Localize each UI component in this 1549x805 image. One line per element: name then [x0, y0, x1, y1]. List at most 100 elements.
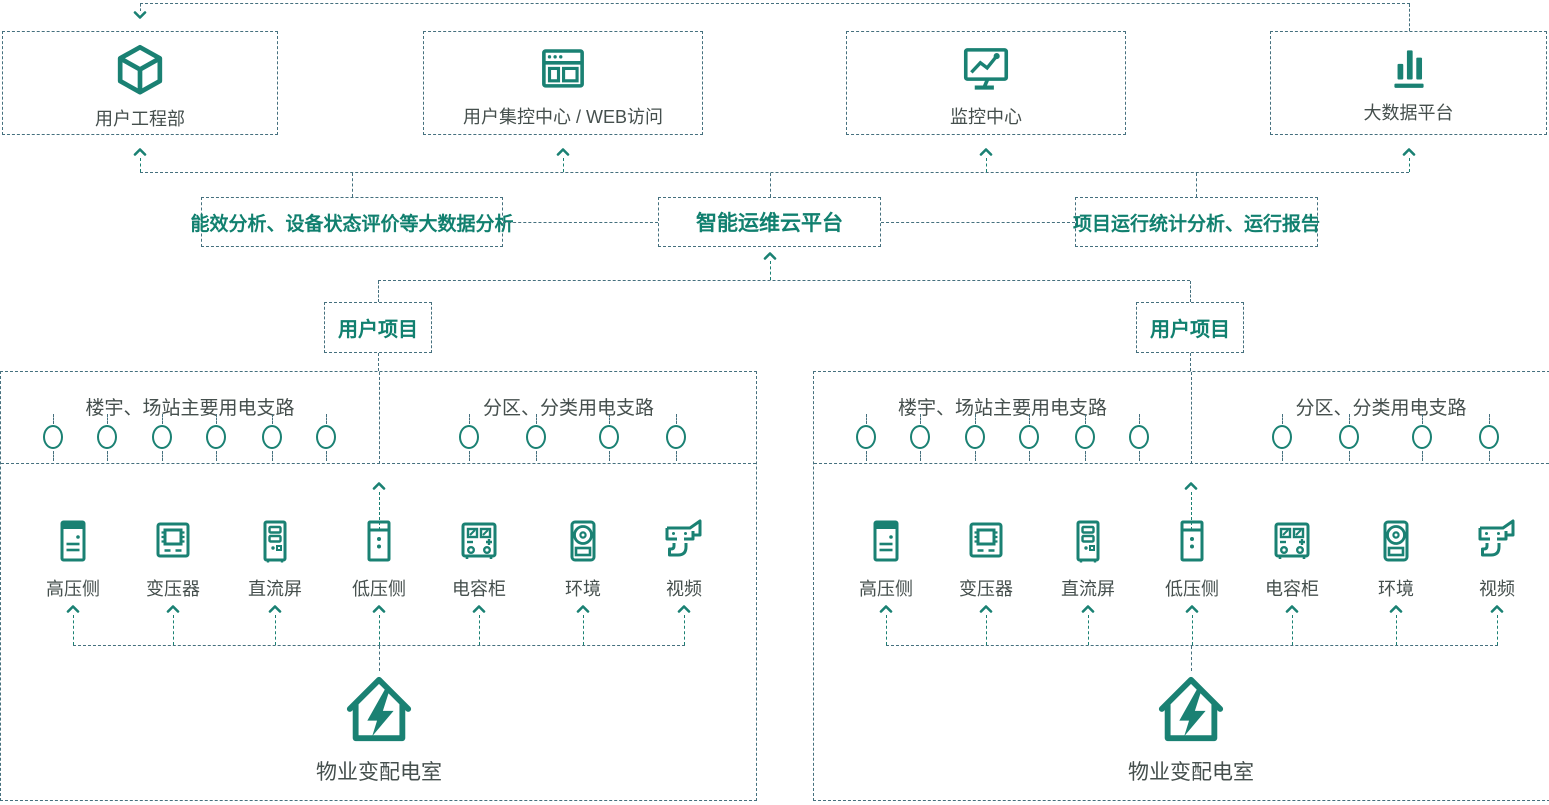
branch-section-label: 楼宇、场站主要用电支路 [897, 398, 1107, 419]
bar-chart-icon [1384, 42, 1434, 92]
top-node-0: 用户工程部 [2, 31, 278, 135]
arrow-up-icon [1402, 148, 1416, 156]
house-power-icon [1154, 672, 1228, 744]
equipment-label: 变压器 [146, 579, 200, 599]
branch-tap-circle [666, 425, 686, 449]
connector-line [881, 222, 1075, 223]
connector-line [140, 3, 1410, 4]
arrow-up-icon [763, 252, 777, 260]
arrow-stem-line [563, 158, 564, 172]
branch-tap-circle [43, 425, 63, 449]
connector-line [140, 4, 141, 11]
platform-node-1: 智能运维云平台 [658, 197, 881, 247]
top-node-2: 监控中心 [846, 31, 1126, 135]
branch-tap-circle [599, 425, 619, 449]
arrow-stem-line [1192, 615, 1193, 645]
connector-line [352, 173, 353, 197]
connector-line [1085, 451, 1086, 461]
branch-tap-circle [1129, 425, 1149, 449]
cube-icon [112, 42, 168, 98]
connector-line [1029, 451, 1030, 461]
arrow-stem-line [986, 158, 987, 172]
lv-side-cabinet-icon [1168, 517, 1216, 565]
connector-line [676, 451, 677, 461]
connector-line [379, 646, 380, 671]
project-node-label: 用户项目 [338, 319, 418, 341]
arrow-stem-line [1409, 158, 1410, 172]
arrow-up-icon [576, 605, 590, 613]
branch-section-label: 分区、分类用电支路 [1295, 398, 1467, 419]
equipment-label: 低压侧 [1165, 579, 1219, 599]
arrow-stem-line [684, 615, 685, 645]
arrow-up-icon [472, 605, 486, 613]
connector-line [1349, 451, 1350, 461]
top-node-label: 用户工程部 [95, 109, 185, 129]
arrow-stem-line [73, 615, 74, 645]
equipment-label: 高压侧 [859, 579, 913, 599]
arrow-stem-line [1292, 615, 1293, 645]
branch-tap-circle [1075, 425, 1095, 449]
connector-line [378, 281, 379, 302]
connector-line [886, 645, 1498, 646]
lv-side-cabinet-icon [355, 517, 403, 565]
branch-tap-circle [206, 425, 226, 449]
branch-tap-circle [262, 425, 282, 449]
transformer-icon [149, 517, 197, 565]
connector-line [107, 451, 108, 461]
connector-line [469, 414, 470, 424]
platform-node-0: 能效分析、设备状态评价等大数据分析 [191, 197, 514, 247]
connector-line [920, 414, 921, 424]
connector-line [162, 451, 163, 461]
branch-tap-circle [856, 425, 876, 449]
connector-line [503, 222, 658, 223]
arrow-up-icon [677, 605, 691, 613]
arrow-up-icon [133, 148, 147, 156]
video-camera-icon [1473, 517, 1521, 565]
arrow-stem-line [379, 492, 380, 530]
connector-line [609, 414, 610, 424]
arrow-up-icon [1389, 605, 1403, 613]
connector-line [536, 451, 537, 461]
connector-line [1191, 372, 1192, 464]
top-node-label: 用户集控中心 / WEB访问 [462, 107, 663, 127]
equipment-label: 环境 [565, 579, 601, 599]
region-left: 楼宇、场站主要用电支路分区、分类用电支路高压侧变压器直流屏低压侧电容柜环境视频物… [0, 371, 757, 801]
connector-line [975, 451, 976, 461]
video-camera-icon [660, 517, 708, 565]
browser-icon [536, 42, 590, 96]
project-node-label: 用户项目 [1150, 319, 1230, 341]
arrow-up-icon [1081, 605, 1095, 613]
equipment-label: 高压侧 [46, 579, 100, 599]
project-node-1: 用户项目 [1136, 302, 1244, 353]
arrow-up-icon [372, 482, 386, 490]
connector-line [1489, 414, 1490, 424]
platform-node-2: 项目运行统计分析、运行报告 [1073, 197, 1321, 247]
project-node-0: 用户项目 [324, 302, 432, 353]
connector-line [1085, 414, 1086, 424]
arrow-stem-line [173, 615, 174, 645]
branch-tap-circle [459, 425, 479, 449]
connector-line [53, 451, 54, 461]
connector-line [536, 414, 537, 424]
arrow-up-icon [879, 605, 893, 613]
branch-tap-circle [1272, 425, 1292, 449]
equipment-label: 电容柜 [1265, 579, 1319, 599]
connector-line [1422, 451, 1423, 461]
branch-tap-circle [97, 425, 117, 449]
branch-tap-circle [1019, 425, 1039, 449]
arrow-stem-line [1497, 615, 1498, 645]
branch-tap-circle [152, 425, 172, 449]
equipment-label: 低压侧 [352, 579, 406, 599]
connector-line [378, 280, 1190, 281]
top-node-label: 监控中心 [950, 107, 1022, 127]
connector-line [216, 451, 217, 461]
arrow-up-icon [372, 605, 386, 613]
station-label: 物业变配电室 [1128, 761, 1254, 784]
arrow-stem-line [886, 615, 887, 645]
connector-line [676, 414, 677, 424]
arrow-up-icon [66, 605, 80, 613]
connector-line [53, 414, 54, 424]
top-node-label: 大数据平台 [1363, 103, 1454, 123]
arrow-up-icon [979, 605, 993, 613]
platform-node-label: 项目运行统计分析、运行报告 [1073, 213, 1321, 235]
